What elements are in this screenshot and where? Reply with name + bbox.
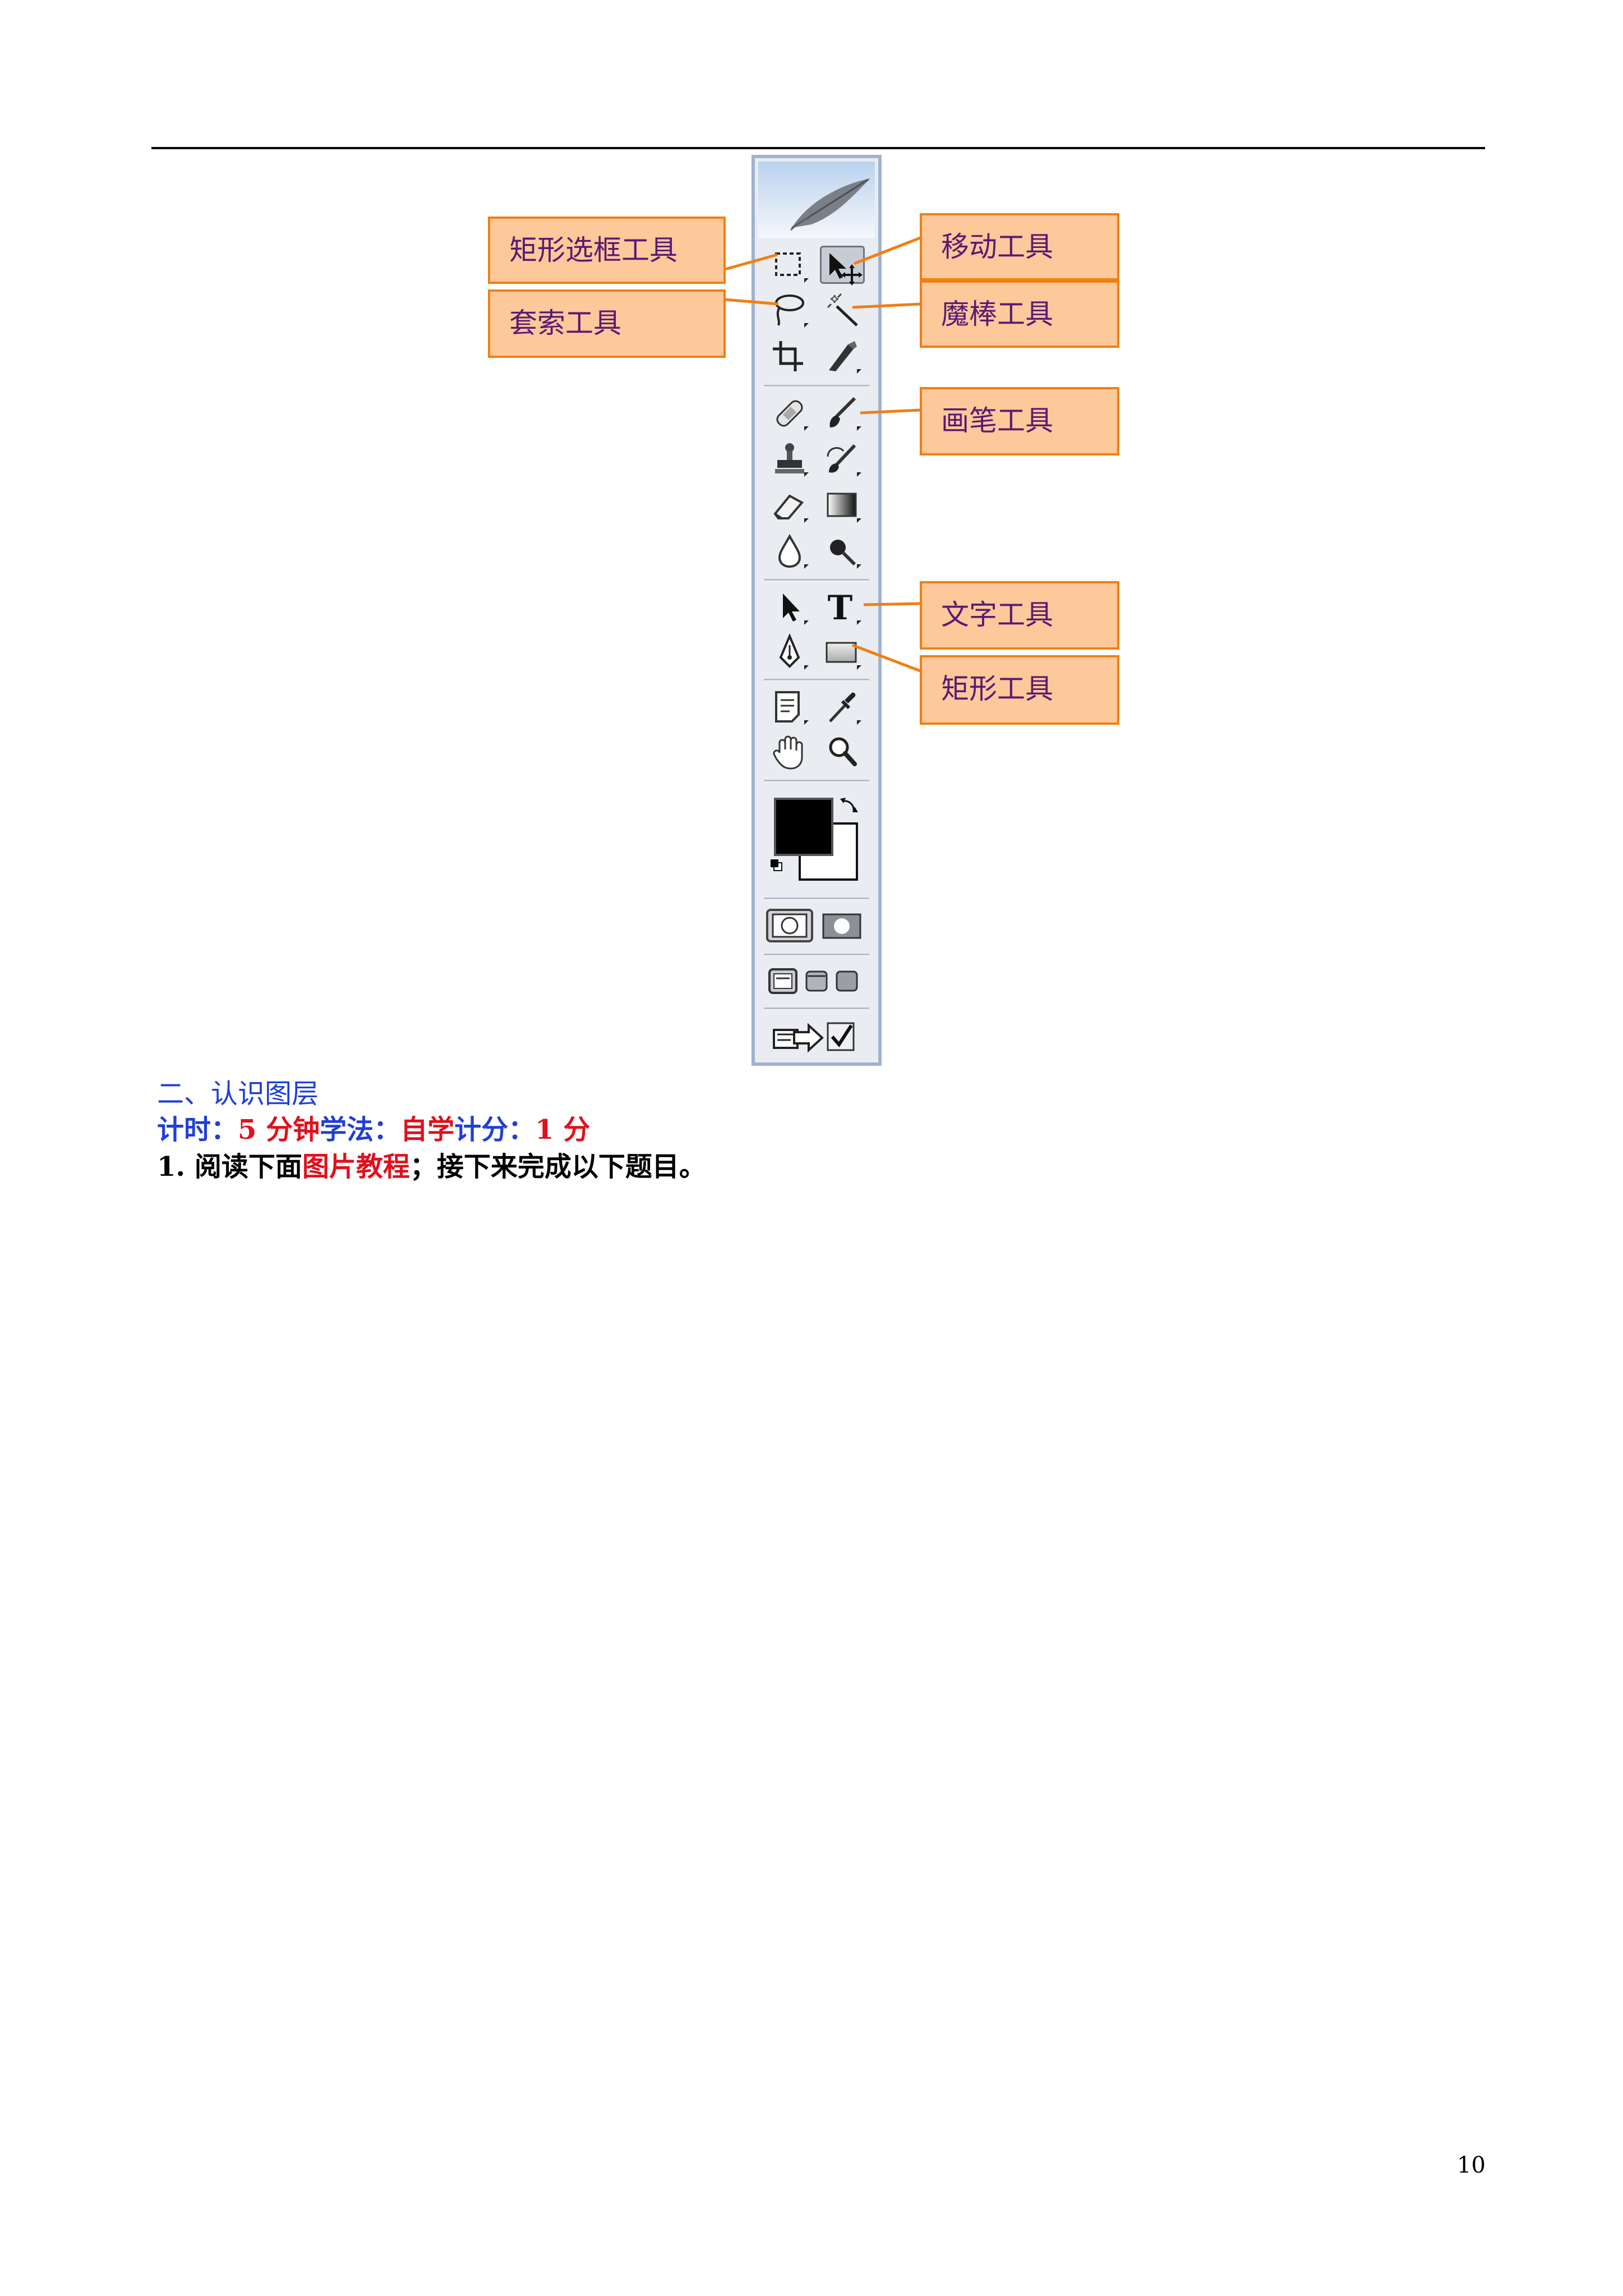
dodge-tool[interactable]	[820, 532, 865, 570]
callout-type-tool: 文字工具	[920, 581, 1119, 650]
rectangle-shape-icon	[826, 642, 861, 670]
eraser-icon	[773, 494, 809, 523]
toolbox-divider	[764, 579, 869, 581]
picture-tutorial-link[interactable]: 图片教程	[302, 1151, 410, 1182]
screen-mode-full-icon	[836, 970, 858, 992]
instruction-number: 1	[157, 1151, 176, 1182]
gradient-icon	[827, 493, 861, 523]
rect-marquee-tool[interactable]	[767, 246, 812, 284]
paintbrush-icon	[829, 397, 861, 431]
move-tool[interactable]	[820, 246, 865, 286]
dodge-icon	[830, 540, 861, 569]
toolbox-divider	[764, 679, 869, 681]
color-swatches-graphic	[771, 798, 858, 881]
move-arrow-icon	[829, 253, 863, 286]
toolbox-header[interactable]	[758, 162, 875, 238]
hand-tool[interactable]	[767, 733, 812, 771]
standard-mode-button[interactable]	[765, 907, 815, 945]
slice-tool[interactable]	[820, 337, 865, 375]
color-swatches[interactable]	[768, 792, 864, 887]
callout-brush-tool: 画笔工具	[920, 387, 1119, 455]
jump-to-imageready-icon	[773, 1022, 855, 1053]
screen-mode-standard-icon	[768, 968, 797, 994]
notes-tool[interactable]	[767, 688, 812, 726]
note-icon	[775, 691, 809, 725]
header-rule	[151, 147, 1485, 149]
score-label: 计分：	[454, 1114, 536, 1145]
time-label: 计时：	[157, 1114, 238, 1145]
path-selection-tool[interactable]	[767, 588, 812, 626]
screen-mode-menubar-icon	[805, 970, 828, 992]
rect-marquee-icon	[775, 252, 809, 283]
type-tool[interactable]: T	[820, 588, 865, 626]
screen-mode-full-button[interactable]	[832, 961, 861, 1000]
bandage-icon	[776, 400, 809, 431]
pen-tool[interactable]	[767, 633, 812, 671]
healing-brush-tool[interactable]	[767, 394, 812, 432]
eyedropper-tool[interactable]	[820, 688, 865, 726]
path-selection-arrow-icon	[783, 593, 809, 625]
section-heading: 二、认识图层	[157, 1078, 319, 1110]
svg-text:T: T	[828, 588, 853, 626]
score-value: 1 分	[535, 1114, 591, 1145]
rectangle-tool[interactable]	[820, 633, 865, 671]
water-drop-icon	[778, 533, 809, 569]
hand-icon	[773, 735, 803, 770]
toolbox-divider	[764, 898, 869, 900]
jump-to-imageready-button[interactable]	[766, 1015, 861, 1058]
brush-tool[interactable]	[820, 394, 865, 432]
callout-magic-wand-tool: 魔棒工具	[920, 280, 1119, 348]
magnifier-icon	[829, 737, 857, 766]
crop-icon	[773, 341, 803, 371]
magic-wand-tool[interactable]	[820, 291, 865, 329]
eraser-tool[interactable]	[767, 486, 812, 524]
blur-tool[interactable]	[767, 532, 812, 570]
timing-line: 计时：5 分钟学法：自学计分：1 分	[157, 1107, 590, 1147]
history-brush-icon	[827, 444, 861, 477]
instruction-line: 1. 阅读下面图片教程；接下来完成以下题目。	[157, 1144, 706, 1184]
toolbox-divider	[764, 954, 869, 956]
zoom-tool[interactable]	[820, 733, 865, 771]
feather-icon	[790, 178, 870, 231]
toolbox-divider	[764, 780, 869, 782]
clone-stamp-tool[interactable]	[767, 440, 812, 478]
magic-wand-icon	[827, 293, 858, 326]
eyedropper-icon	[829, 692, 861, 725]
pen-nib-icon	[779, 633, 809, 670]
stamp-icon	[775, 443, 809, 477]
screen-mode-menubar-button[interactable]	[802, 961, 831, 1000]
callout-rectangle-tool: 矩形工具	[920, 655, 1119, 725]
screen-mode-standard-button[interactable]	[766, 961, 800, 1000]
toolbox-divider	[764, 1007, 869, 1010]
time-value: 5 分钟	[238, 1114, 320, 1145]
type-t-icon: T	[828, 588, 861, 626]
instruction-text-after: ；接下来完成以下题目。	[409, 1151, 706, 1182]
callout-leader-lines	[725, 236, 921, 673]
crop-tool[interactable]	[767, 337, 812, 375]
quick-mask-icon	[822, 913, 861, 939]
callout-rect-marquee-tool: 矩形选框工具	[488, 217, 726, 284]
page-number: 10	[1457, 2152, 1486, 2178]
gradient-tool[interactable]	[820, 486, 865, 524]
callout-move-tool: 移动工具	[920, 213, 1119, 280]
method-label: 学法：	[320, 1114, 401, 1145]
instruction-dot: .	[176, 1151, 186, 1182]
standard-mode-icon	[766, 909, 813, 942]
quick-mask-mode-button[interactable]	[818, 907, 868, 945]
callout-lasso-tool: 套索工具	[488, 289, 726, 358]
slice-knife-icon	[829, 341, 861, 374]
toolbox-divider	[764, 385, 869, 387]
method-value: 自学	[400, 1114, 455, 1145]
instruction-text-before: 阅读下面	[185, 1151, 302, 1182]
history-brush-tool[interactable]	[820, 440, 865, 478]
